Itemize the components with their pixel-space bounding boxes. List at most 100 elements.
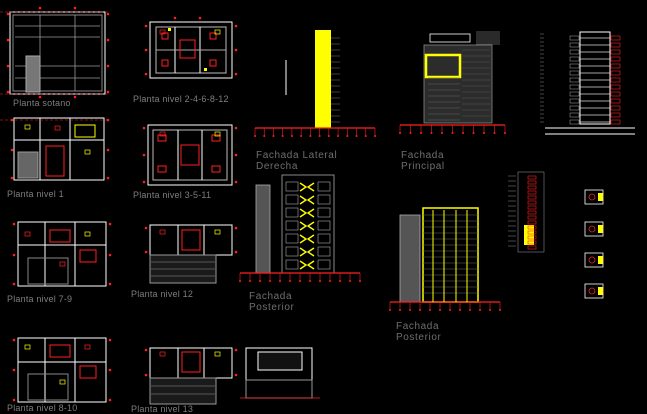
plan-level-1[interactable] — [0, 117, 110, 181]
furniture — [159, 29, 166, 35]
ground-tick-dot — [374, 135, 376, 137]
elevation-rear-b[interactable] — [390, 207, 500, 303]
section-detail — [610, 70, 621, 76]
section-balcony — [569, 42, 580, 48]
window — [317, 207, 331, 218]
axis-marker — [234, 126, 238, 130]
section-balcony — [569, 84, 580, 90]
stair-accent — [598, 287, 603, 295]
plan-level-7-9[interactable] — [17, 221, 107, 287]
ground-tick-dot — [339, 280, 341, 282]
ground-tick-dot — [439, 309, 441, 311]
axis-marker — [234, 226, 238, 230]
furniture — [159, 229, 166, 235]
ground-tick-dot — [309, 135, 312, 137]
window — [285, 246, 299, 257]
axis-marker — [144, 250, 148, 254]
plan-level-8-10[interactable] — [17, 337, 107, 403]
stair-accent — [598, 225, 603, 233]
furniture — [24, 124, 31, 130]
plan-roof[interactable] — [240, 347, 320, 399]
ground-tick-dot — [329, 280, 331, 282]
window — [317, 181, 331, 192]
window — [317, 259, 331, 270]
axis-marker — [234, 373, 238, 377]
axis-marker — [108, 222, 112, 226]
plan-level-13[interactable] — [149, 347, 233, 405]
plan-basement[interactable] — [0, 11, 110, 95]
axis-marker — [144, 226, 148, 230]
window — [317, 194, 331, 205]
ground-tick-dot — [389, 309, 391, 311]
window — [285, 259, 299, 270]
section-balcony — [569, 70, 580, 76]
furniture — [84, 231, 91, 237]
detail-block — [527, 175, 537, 180]
ground-tick-dot — [359, 280, 361, 282]
section-balcony — [569, 119, 580, 125]
section-detail — [610, 112, 621, 118]
detail-block — [527, 195, 537, 200]
axis-marker — [198, 16, 202, 20]
stair-symbol — [588, 287, 596, 295]
detail-block — [527, 245, 537, 250]
plan-level-3-5-11[interactable] — [147, 124, 233, 186]
ground-tick-dot — [349, 280, 351, 282]
furniture — [214, 351, 221, 357]
stair-chevron — [306, 195, 315, 205]
axis-marker — [142, 180, 146, 184]
window — [317, 220, 331, 231]
axis-marker — [108, 253, 112, 257]
stair-chevron — [299, 221, 308, 231]
axis-marker — [108, 398, 112, 402]
stair-chevron — [299, 234, 308, 244]
detail-block — [527, 220, 537, 225]
ground-tick-dot — [269, 280, 271, 282]
axis-marker — [144, 373, 148, 377]
axis-marker — [106, 38, 110, 42]
ground-tick-dot — [420, 132, 422, 134]
section-balcony — [569, 49, 580, 55]
ground-tick-dot — [299, 280, 301, 282]
axis-marker — [173, 16, 177, 20]
detail-column[interactable] — [517, 171, 545, 253]
furniture — [59, 379, 66, 385]
axis-marker — [106, 148, 110, 152]
label-planta-nivel-8-10: Planta nivel 8-10 — [7, 403, 78, 413]
ground-tick-dot — [300, 135, 303, 137]
axis-marker — [6, 90, 10, 94]
window — [285, 207, 299, 218]
ground-tick-dot — [449, 309, 451, 311]
axis-marker — [234, 250, 238, 254]
ground-tick-dot — [409, 132, 412, 134]
ground-tick-dot — [419, 309, 421, 311]
section-detail — [610, 91, 621, 97]
stair-chevron — [306, 182, 315, 192]
section-balcony — [569, 56, 580, 62]
ground-tick-dot — [355, 135, 358, 137]
furniture — [159, 131, 166, 137]
detail-block — [527, 225, 537, 230]
section-detail — [610, 49, 621, 55]
furniture — [84, 344, 91, 350]
plan-level-2-4-6-8-12[interactable] — [149, 21, 233, 79]
elevation-lateral-right[interactable] — [255, 30, 375, 129]
stair-chevron — [299, 247, 308, 257]
label-fachada-lateral-line1: Fachada Lateral — [256, 150, 338, 161]
section-tower[interactable] — [545, 31, 635, 135]
section-balcony — [569, 35, 580, 41]
axis-marker — [234, 348, 238, 352]
section-detail — [610, 98, 621, 104]
section-balcony — [569, 77, 580, 83]
section-detail — [610, 84, 621, 90]
plan-level-12[interactable] — [149, 224, 233, 284]
axis-marker — [234, 24, 238, 28]
ground-tick-dot — [469, 309, 471, 311]
detail-block — [527, 190, 537, 195]
ground-tick-dot — [409, 309, 411, 311]
label-planta-nivel-1: Planta nivel 1 — [7, 189, 64, 199]
ground-tick-dot — [489, 309, 491, 311]
ground-tick-dot — [441, 132, 443, 134]
ground-tick-dot — [462, 132, 464, 134]
